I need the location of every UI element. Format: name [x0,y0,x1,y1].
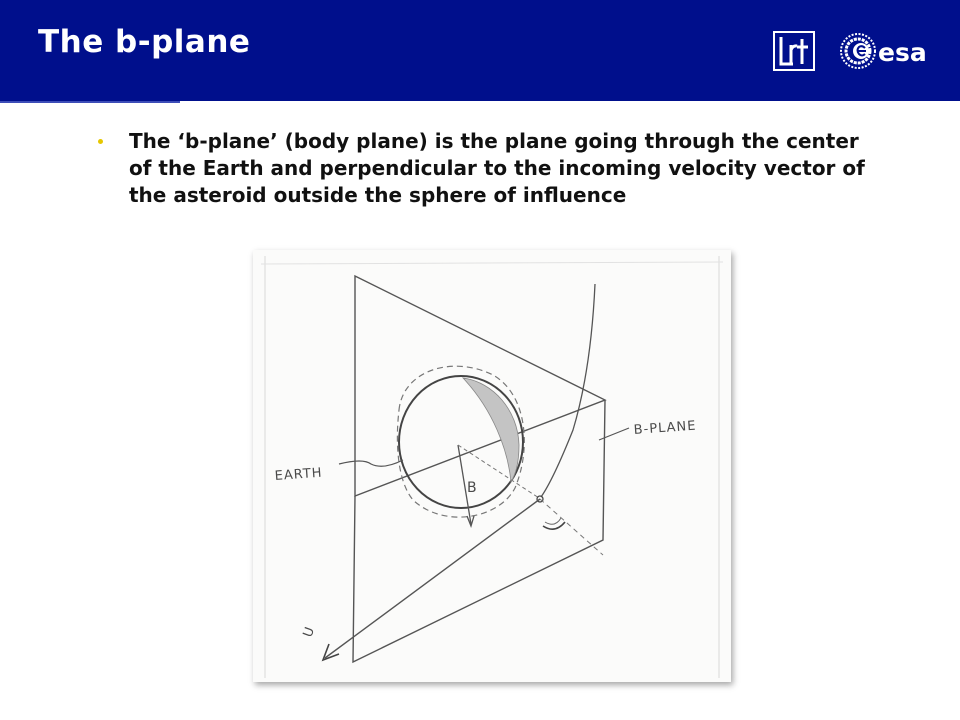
b-dashed-line [457,444,540,499]
b-plane-outline [354,274,607,498]
crossing-point [536,495,544,503]
earth-label: EARTH [274,466,323,484]
b-plane-label: B-PLANE [633,419,697,438]
trajectory-curve [540,283,596,498]
bullet-text: The ‘b-plane’ (body plane) is the plane … [129,129,865,207]
velocity-arrowhead [321,643,340,662]
header-accent-line [0,101,180,103]
esa-logo-text: esa [878,38,927,67]
b-plane-sketch-figure: EARTH B-PLANE B U [253,250,731,682]
velocity-label: U [301,625,318,639]
sphere-of-influence-dashed [396,365,525,518]
b-plane-right-edge [352,399,606,664]
earth-leader-line [338,459,404,467]
esa-logo-icon: esa [840,33,927,69]
angle-mark [542,521,566,530]
bullet-dot-icon [98,139,103,144]
bullet-item: The ‘b-plane’ (body plane) is the plane … [98,128,878,209]
b-vector-line [457,444,472,525]
earth-shading [461,377,520,484]
b-plane-sketch: EARTH B-PLANE B U [260,256,724,678]
b-label: B [467,480,477,496]
header-bar: The b-plane esa [0,0,960,101]
bullet-list: The ‘b-plane’ (body plane) is the plane … [98,128,878,209]
b-plane-leader-line [598,427,630,441]
velocity-continuation [539,498,604,556]
slide-title: The b-plane [38,24,251,60]
tudelft-logo-icon [773,31,815,71]
velocity-vector-line [324,498,541,659]
earth-circle [398,375,524,509]
